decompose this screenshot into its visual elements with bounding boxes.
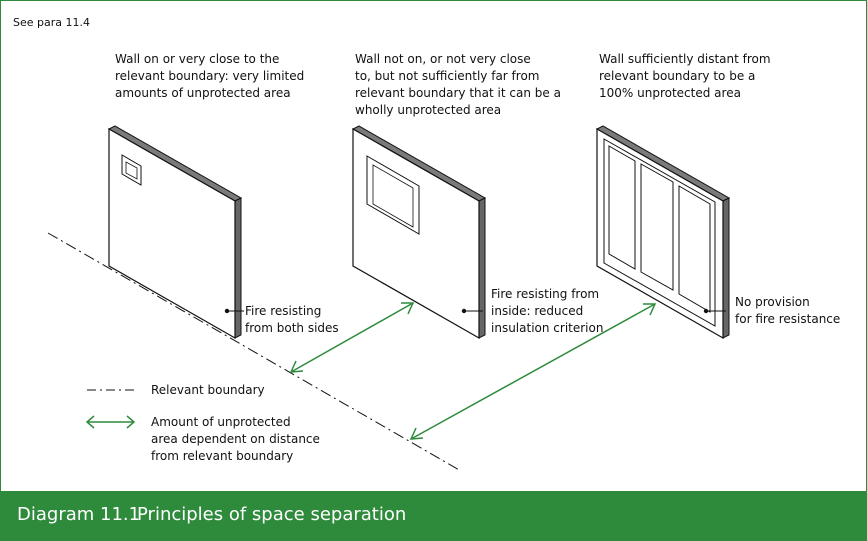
diagram-title: Principles of space separation xyxy=(137,504,407,525)
wall-2-note: Fire resisting from inside: reduced insu… xyxy=(491,287,604,335)
wall-2-caption: Wall not on, or not very close to, but n… xyxy=(355,52,561,117)
wall-3-caption: Wall sufficiently distant from relevant … xyxy=(599,52,771,100)
wall-3-glazing-area xyxy=(603,138,716,327)
wall-1-caption: Wall on or very close to the relevant bo… xyxy=(115,52,305,100)
legend-arrow-label: Amount of unprotected area dependent on … xyxy=(151,415,320,463)
diagram-number: Diagram 11.1 xyxy=(17,504,141,525)
wall-3 xyxy=(595,125,731,340)
wall-2-window xyxy=(366,155,420,235)
wall-3-note: No provision for fire resistance xyxy=(735,295,841,326)
wall-3-pane-1 xyxy=(608,145,636,270)
relevant-boundary-line xyxy=(47,232,462,472)
wall-3-pane-3 xyxy=(678,185,711,313)
legend-arrow-symbol xyxy=(85,415,136,429)
note-leaders xyxy=(224,308,726,314)
diagram-illustration xyxy=(47,125,731,472)
wall-2-side-edge xyxy=(478,197,486,339)
wall-3-side-edge xyxy=(722,197,730,339)
distance-arrow-wall-3 xyxy=(410,303,656,440)
para-reference: See para 11.4 xyxy=(13,16,90,29)
wall-2 xyxy=(351,125,487,340)
wall-3-pane-2 xyxy=(640,163,674,291)
wall-1-side-edge xyxy=(234,197,242,339)
distance-arrow-wall-2 xyxy=(290,302,414,373)
caption-bar: Diagram 11.1 Principles of space separat… xyxy=(1,491,866,540)
legend-boundary-label: Relevant boundary xyxy=(151,383,265,397)
distance-arrows xyxy=(289,302,657,440)
wall-1 xyxy=(107,125,243,340)
wall-1-note: Fire resisting from both sides xyxy=(245,304,339,335)
